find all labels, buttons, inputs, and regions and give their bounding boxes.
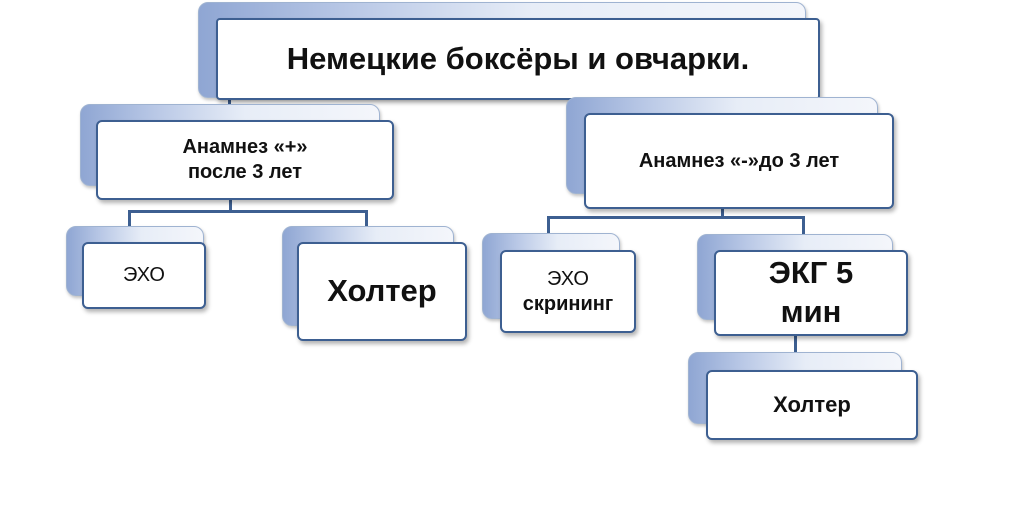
left-branch-node: Анамнез «+» после 3 лет — [96, 120, 394, 200]
echo-node: ЭХО — [82, 242, 206, 309]
connector-right-bar — [547, 216, 805, 219]
right-branch-label: Анамнез «-»до 3 лет — [638, 149, 840, 172]
echo-screening-label-line1: ЭХО — [547, 267, 589, 290]
connector-right-trunk — [721, 208, 724, 218]
ecg-node: ЭКГ 5 мин — [714, 250, 908, 336]
right-branch-node: Анамнез «-»до 3 лет — [584, 113, 894, 209]
root-node-label: Немецкие боксёры и овчарки. — [286, 40, 750, 76]
echo-node-label: ЭХО — [123, 264, 165, 286]
ecg-label-line2: мин — [780, 294, 842, 329]
holter-right-node-label: Холтер — [773, 392, 851, 418]
left-branch-label-line1: Анамнез «+» — [182, 136, 308, 158]
holter-left-node-label: Холтер — [327, 273, 437, 309]
echo-screening-node: ЭХО скрининг — [500, 250, 636, 333]
echo-screening-label-line2: скрининг — [522, 292, 614, 315]
holter-left-node: Холтер — [297, 242, 467, 341]
root-node: Немецкие боксёры и овчарки. — [216, 18, 820, 100]
connector-left-trunk — [229, 198, 232, 212]
holter-right-node: Холтер — [706, 370, 918, 440]
ecg-label-line1: ЭКГ 5 — [768, 255, 854, 291]
connector-left-bar — [128, 210, 368, 213]
left-branch-label-line2: после 3 лет — [187, 161, 303, 183]
